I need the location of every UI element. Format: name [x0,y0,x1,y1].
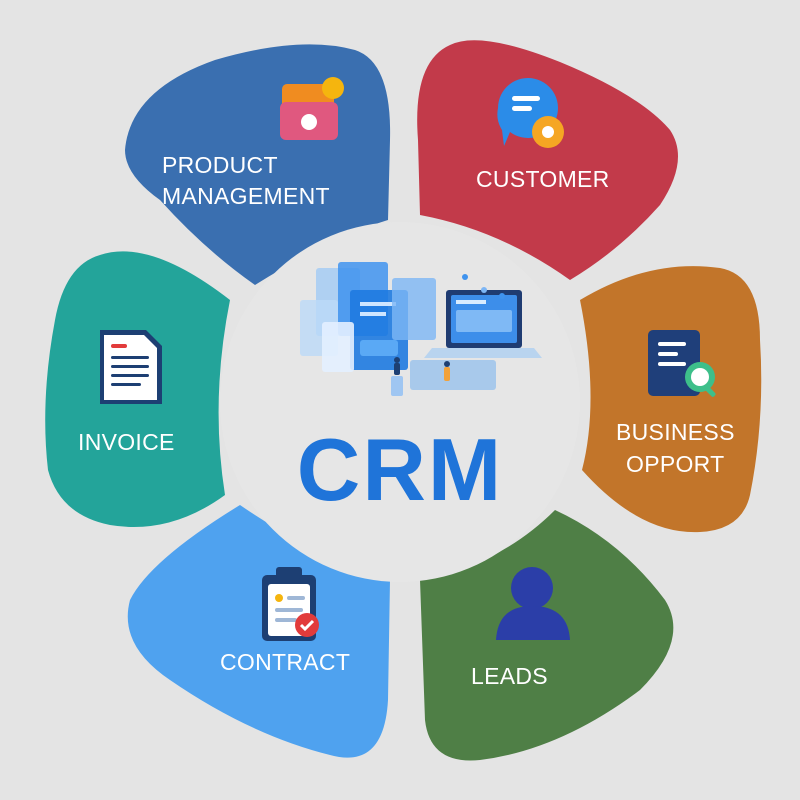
center-circle [220,222,580,582]
invoice-document-icon [100,330,162,404]
document-search-icon [648,330,716,397]
segment-product-management-label: PRODUCT MANAGEMENT [162,152,330,209]
product-icon [280,77,344,140]
segment-business-opport-shape [580,266,762,533]
segment-contract: CONTRACT [127,505,390,758]
person-icon [496,567,570,640]
segment-contract-shape [127,505,390,758]
segment-leads: LEADS [420,510,674,761]
chat-bubble-icon [497,78,564,148]
clipboard-check-icon [262,567,319,641]
segment-invoice-label: INVOICE [78,429,175,455]
segment-contract-label: CONTRACT [220,649,350,675]
segment-customer-label: CUSTOMER [476,166,610,192]
segment-business-opport: BUSINESS OPPORT [580,266,762,533]
segment-customer: CUSTOMER [417,40,678,280]
segment-business-opport-label: BUSINESS OPPORT [616,419,741,477]
segment-leads-label: LEADS [471,663,548,689]
laptop-dashboard-illustration [300,262,542,396]
center-title: CRM [297,420,503,519]
segment-customer-shape [417,40,678,280]
segment-product-management: PRODUCT MANAGEMENT [125,44,391,285]
segment-invoice: INVOICE [45,251,230,527]
